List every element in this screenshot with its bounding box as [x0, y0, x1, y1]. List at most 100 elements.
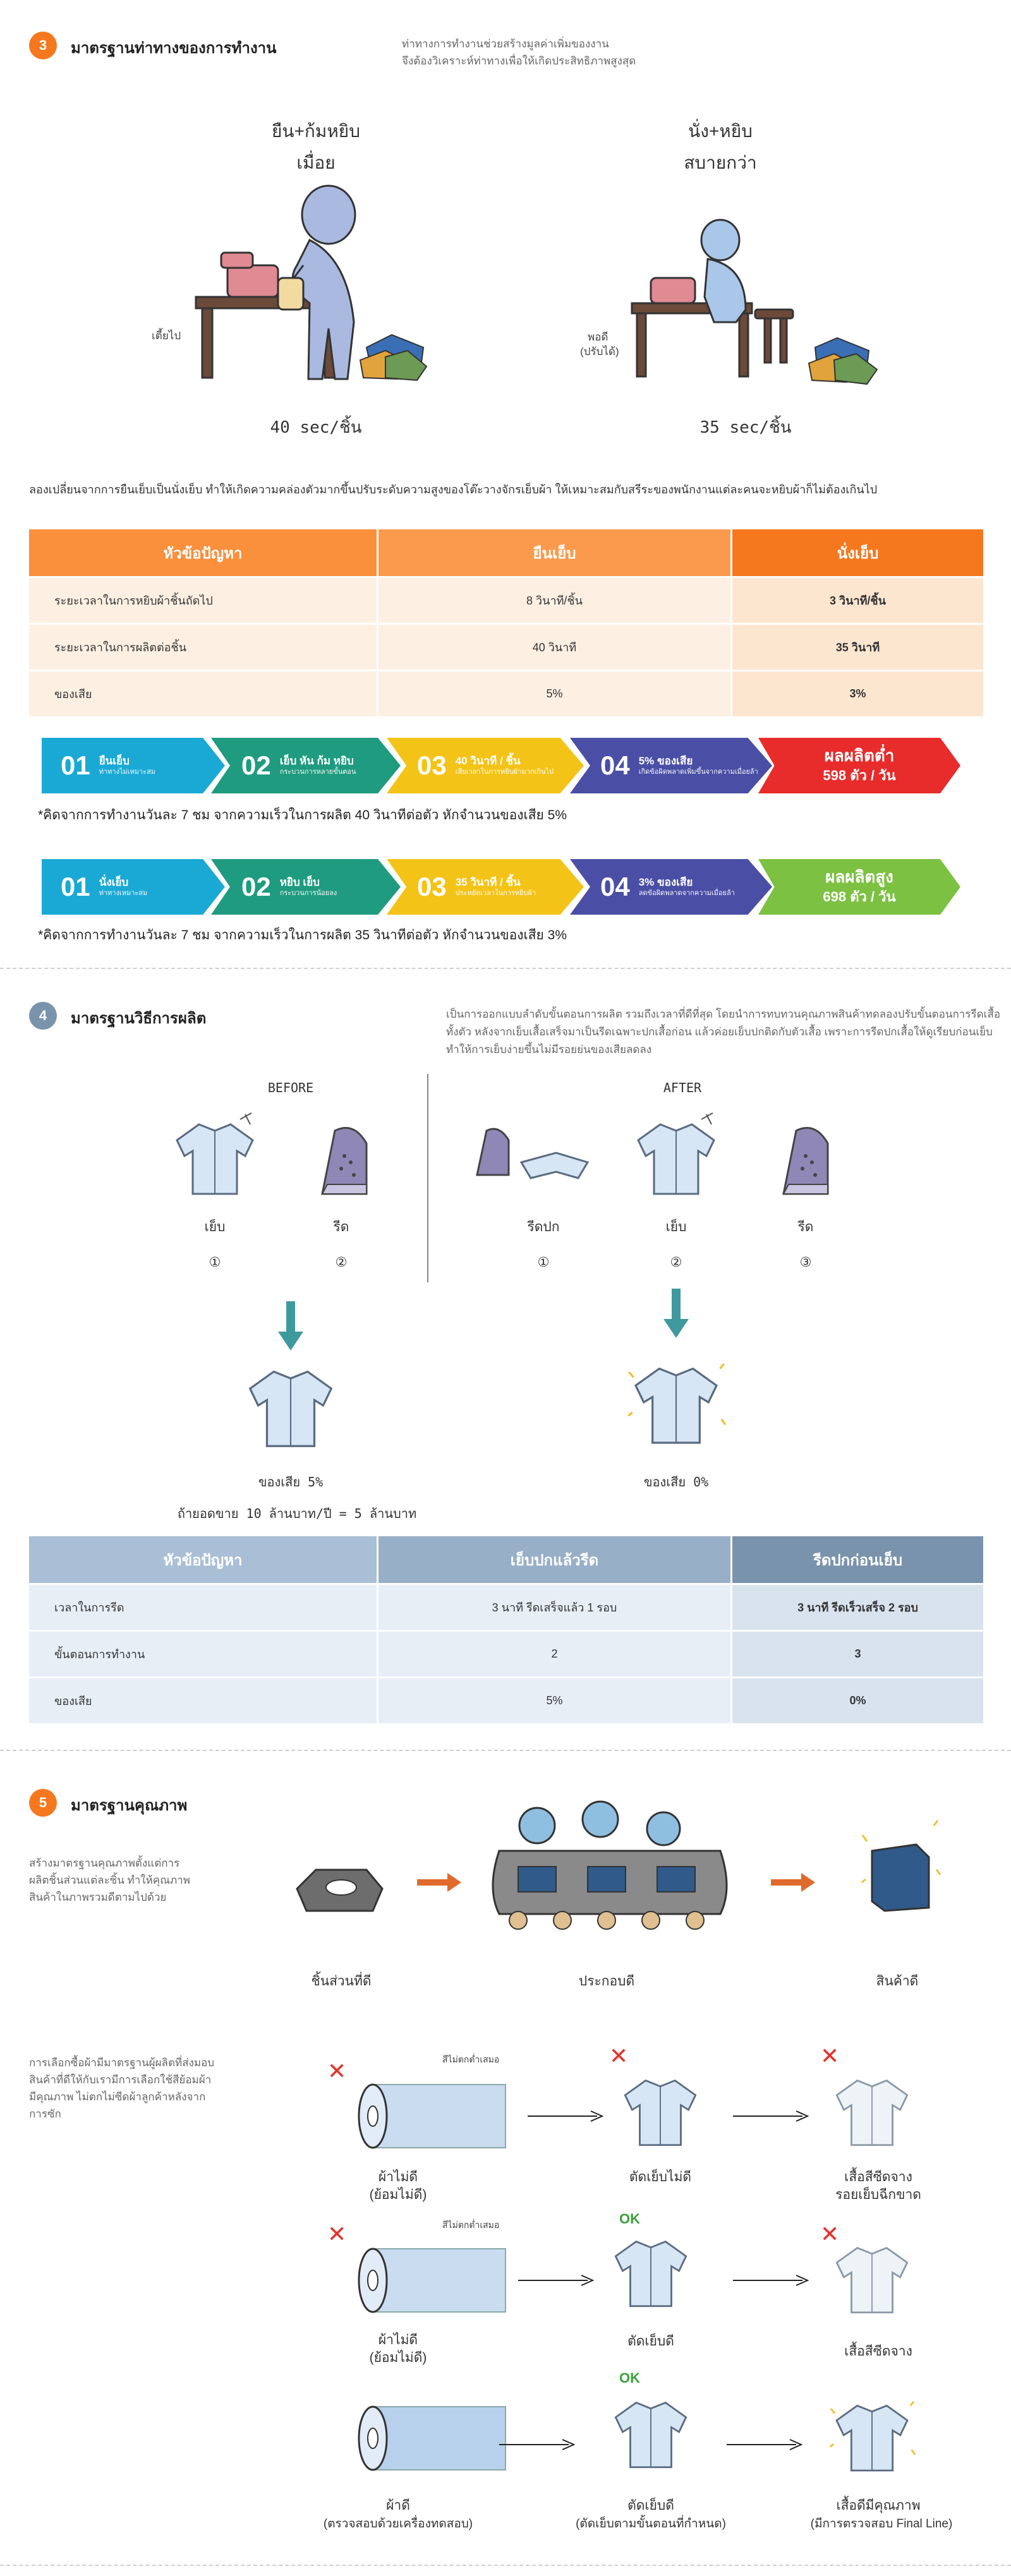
table-row: ขั้นตอนการทำงาน 2 3	[29, 1630, 983, 1676]
arrow-right-icon	[417, 1873, 461, 1892]
shirt-icon	[835, 2246, 909, 2314]
step-sub: เกิดข้อผิดพลาดเพิ่มขึ้นจากความเมื่อยล้า	[638, 768, 758, 776]
shirt-icon	[637, 1112, 715, 1195]
flow-step: 01 นั่งเย็บท่าทางเหมาะสม	[42, 859, 225, 915]
step-number: 03	[417, 872, 447, 901]
after-label: AFTER	[663, 1080, 702, 1095]
arrow-right-icon	[733, 2110, 809, 2122]
section3-title: มาตรฐานท่าทางของการทำงาน	[71, 40, 277, 57]
assembly-line-icon	[492, 1800, 728, 1930]
section4-desc-3: ทำให้การเย็บง่ายขึ้นไม่มีรอยย่นของเสียลด…	[446, 1044, 652, 1056]
table-cell: 5%	[377, 670, 730, 716]
table-cell: 35 วินาที	[730, 623, 983, 670]
section3-intro: ลองเปลี่ยนจากการยืนเย็บเป็นนั่งเย็บ ทำให…	[29, 483, 878, 496]
sew-sublabel: (ตัดเย็บตามขั้นตอนที่กำหนด)	[576, 2517, 726, 2531]
result-sublabel: รอยเย็บฉีกขาด	[835, 2188, 921, 2202]
product-box-icon	[861, 1820, 941, 1912]
shirt-icon	[624, 2079, 697, 2146]
table-row: ของเสีย 5% 0%	[29, 1676, 983, 1723]
table-cell: ระยะเวลาในการหยิบผ้าชิ้นถัดไป	[29, 576, 377, 623]
step-sub: ประหยัดเวลาในการหยิบผ้า	[455, 889, 536, 897]
step-sub: ท่าทางเหมาะสม	[99, 889, 148, 897]
flow-standing-note: *คิดจากการทำงานวันละ 7 ชม จากความเร็วในก…	[38, 808, 567, 822]
after-step-label: เย็บ	[665, 1220, 687, 1234]
right-caption-2: สบายกว่า	[684, 153, 757, 172]
right-speed: 35 sec/ชิ้น	[699, 418, 792, 437]
fabric-roll-icon	[358, 2248, 506, 2313]
arrow-right-icon	[727, 2439, 803, 2450]
shirt-icon	[835, 2079, 909, 2146]
table-cell: ของเสีย	[29, 670, 377, 716]
table-cell: ระยะเวลาในการผลิตต่อชิ้น	[29, 623, 377, 670]
table-cell: 2	[377, 1630, 730, 1676]
result-value: 698 ตัว / วัน	[823, 889, 896, 905]
table-cell: เวลาในการรีด	[29, 1583, 377, 1630]
table-cell: ขั้นตอนการทำงาน	[29, 1630, 377, 1676]
left-caption-2: เมื่อย	[296, 153, 336, 172]
sew-label: ตัดเย็บดี	[627, 2498, 674, 2513]
arrow-right-icon	[499, 2439, 576, 2450]
shirt-sparkle-icon	[627, 1363, 727, 1444]
sew-label: ตัดเย็บไม่ดี	[629, 2170, 692, 2184]
result-title: ผลผลิตสูง	[825, 867, 893, 886]
flow-step: 01 ยืนเย็บท่าทางไม่เหมาะสม	[42, 738, 225, 793]
process-label: ประกอบดี	[578, 1974, 635, 1989]
after-step-order: ②	[670, 1255, 682, 1270]
arrow-right-icon	[518, 2275, 595, 2286]
fail-mark-icon: ✕	[327, 2058, 347, 2084]
ok-mark-icon: OK	[619, 2370, 640, 2386]
flow-result-low: ผลผลิตต่ำ 598 ตัว / วัน	[758, 738, 960, 793]
fail-mark-icon: ✕	[820, 2043, 840, 2069]
process-label: สินค้าดี	[876, 1974, 919, 1989]
step-number: 03	[417, 750, 447, 780]
step-sub: เสียเวลาในการหยิบผ้ามากเกินไป	[455, 768, 554, 776]
step-number: 02	[241, 872, 271, 901]
after-step-order: ③	[799, 1255, 812, 1270]
after-step-label: รีด	[797, 1220, 814, 1234]
right-caption-1: นั่ง+หยิบ	[688, 121, 753, 141]
section4-badge: 4	[29, 1002, 57, 1030]
fabric-label: ผ้าดี	[386, 2498, 410, 2513]
iron-icon	[782, 1127, 829, 1195]
sitting-worker-illustration	[631, 219, 878, 385]
table-header: ยืนเย็บ	[377, 529, 730, 576]
step-label: เย็บ หัน ก้ม หยิบ	[279, 755, 354, 767]
table-cell: 3	[730, 1630, 983, 1676]
ok-mark-icon: OK	[619, 2211, 640, 2227]
shirt-icon	[248, 1370, 333, 1447]
result-value: 598 ตัว / วัน	[823, 767, 896, 783]
section5-desc2-4: การซัก	[29, 2108, 61, 2120]
table-row: เวลาในการรีด 3 นาที รีดเสร็จแล้ว 1 รอบ 3…	[29, 1583, 983, 1630]
table-cell: 3 วินาที/ชิ้น	[730, 576, 983, 623]
section4-desc-1: เป็นการออกแบบลำดับขั้นตอนการผลิต รวมถึงเ…	[446, 1008, 1001, 1020]
table-header: หัวข้อปัญหา	[29, 1536, 377, 1583]
shirt-icon	[614, 2240, 687, 2308]
before-after-divider	[427, 1074, 428, 1282]
part-icon	[296, 1869, 384, 1912]
after-waste: ของเสีย 0%	[643, 1474, 709, 1490]
table-cell: 3 นาที รีดเร็วเสร็จ 2 รอบ	[730, 1583, 983, 1630]
iron-icon	[321, 1127, 368, 1195]
section5-desc1-2: ผลิตชิ้นส่วนแต่ละชิ้น ทำให้คุณภาพ	[29, 1874, 190, 1886]
flow-step: 04 3% ของเสียลดข้อผิดพลาดจากความเมื่อยล้…	[570, 859, 772, 915]
section5-desc2-2: สินค้าที่ดีให้กับเรามีการเลือกใช้สีย้อมผ…	[29, 2074, 212, 2086]
table-cell: ของเสีย	[29, 1676, 377, 1723]
step-label: 3% ของเสีย	[638, 876, 693, 888]
section-divider	[0, 968, 1011, 969]
arrow-down-icon	[278, 1301, 303, 1351]
table-cell: 3%	[730, 670, 983, 716]
flow-step: 03 35 วินาที / ชิ้นประหยัดเวลาในการหยิบผ…	[387, 859, 584, 915]
table-header: รีดปกก่อนเย็บ	[730, 1536, 983, 1583]
step-number: 04	[600, 872, 630, 901]
arrow-down-icon	[663, 1289, 689, 1338]
before-waste: ของเสีย 5%	[258, 1474, 324, 1490]
flow-step: 02 หยิบ เย็บกระบวนการน้อยลง	[211, 859, 401, 915]
fabric-roll-icon	[358, 2083, 506, 2149]
step-label: หยิบ เย็บ	[279, 876, 320, 888]
table-header: เย็บปกแล้วรีด	[377, 1536, 730, 1583]
before-step-order: ①	[209, 1255, 221, 1270]
flow-step: 02 เย็บ หัน ก้ม หยิบกระบวนการหลายขั้นตอน	[211, 738, 401, 793]
before-step-label: เย็บ	[204, 1220, 226, 1234]
step-number: 04	[600, 750, 630, 780]
left-speed: 40 sec/ชิ้น	[270, 418, 362, 437]
